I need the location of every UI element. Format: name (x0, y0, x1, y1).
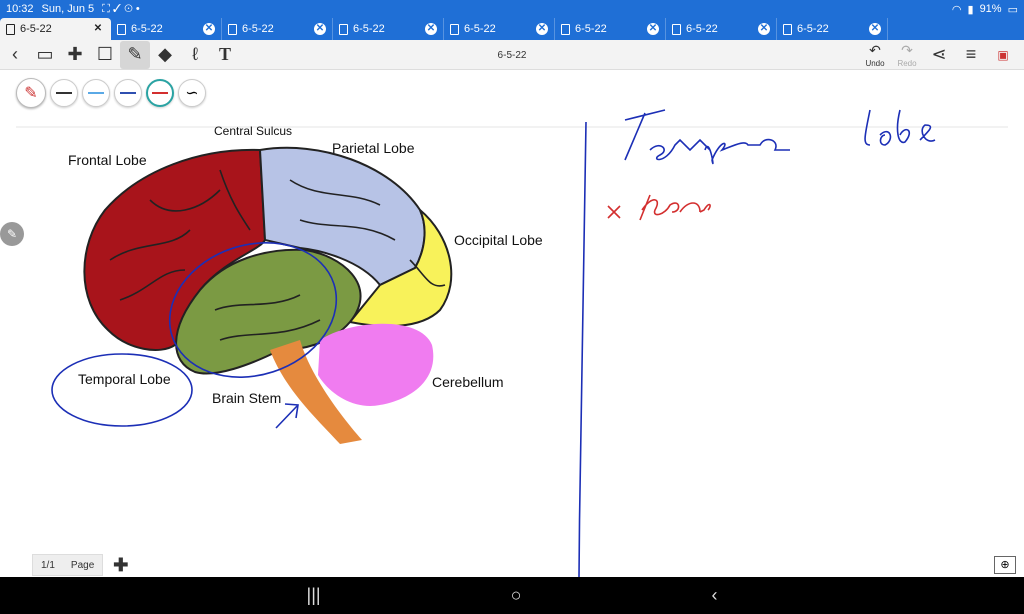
page-label: Page (70, 559, 95, 571)
close-icon[interactable]: ✕ (93, 23, 103, 34)
tab-4[interactable]: 6-5-22✕ (333, 18, 444, 40)
undo-icon: ↶ (869, 41, 881, 58)
brain-diagram (83, 146, 453, 444)
battery-level: 91% (979, 3, 1002, 15)
signal-icon: ▮ (967, 3, 974, 16)
tab-8[interactable]: 6-5-22✕ (777, 18, 888, 40)
back-icon[interactable]: ‹ (12, 44, 18, 64)
pen-settings-icon[interactable]: ✎ (16, 78, 46, 108)
pen-color-1[interactable] (50, 79, 78, 107)
occipital-lobe-label: Occipital Lobe (454, 232, 543, 248)
recent-apps-icon[interactable]: ||| (306, 585, 321, 605)
close-icon[interactable]: ✕ (536, 23, 548, 35)
side-pen-handle-icon[interactable]: ✎ (0, 222, 24, 246)
color-line (88, 92, 104, 94)
notebook-icon (783, 23, 792, 35)
pen-toolbar: ✎ ∽ (16, 76, 206, 110)
red-ink-annotation (607, 194, 711, 221)
toolbar: ‹ ▭ ✚ ☐ ✎ ◆ ℓ T 6-5-22 ↶Undo ↷Redo ⋖ ≡ ▣ (0, 40, 1024, 70)
close-icon[interactable]: ✕ (203, 23, 215, 35)
color-line (120, 92, 136, 94)
share-icon[interactable]: ⋖ (931, 44, 947, 64)
temporal-lobe-label: Temporal Lobe (78, 371, 171, 387)
battery-icon: ▭ (1007, 3, 1018, 16)
close-icon[interactable]: ✕ (869, 23, 881, 35)
notebook-icon (339, 23, 348, 35)
text-tool-icon[interactable]: T (218, 44, 231, 64)
close-icon[interactable]: ✕ (425, 23, 437, 35)
notebook-icon (450, 23, 459, 35)
ink-annotations (51, 109, 936, 578)
tab-1[interactable]: 6-5-22✕ (0, 18, 111, 40)
pen-tool-icon[interactable]: ✎ (120, 40, 150, 69)
pen-color-2[interactable] (82, 79, 110, 107)
tab-2[interactable]: 6-5-22✕ (111, 18, 222, 40)
tab-bar: 6-5-22✕ 6-5-22✕ 6-5-22✕ 6-5-22✕ 6-5-22✕ … (0, 18, 1024, 40)
central-sulcus-label: Central Sulcus (214, 124, 293, 138)
back-nav-icon[interactable]: ‹ (711, 585, 718, 605)
status-bar: 10:32 Sun, Jun 5 ⛶ ✓ ⊙ • ◠ ▮ 91% ▭ (0, 0, 1024, 18)
menu-icon[interactable]: ≡ (965, 44, 977, 64)
page-controls: 1/1 Page ✚ (32, 554, 128, 576)
notebook-icon[interactable]: ▭ (36, 44, 54, 64)
brain-stem-label: Brain Stem (212, 390, 282, 406)
lasso-icon[interactable]: ℓ (192, 44, 198, 64)
redo-icon: ↷ (901, 41, 913, 58)
page-indicator[interactable]: 1/1 Page (32, 554, 104, 576)
note-canvas[interactable]: Central Sulcus Frontal Lobe Parietal Lob… (16, 70, 1008, 578)
home-icon[interactable]: ○ (510, 585, 522, 605)
cerebellum-label: Cerebellum (432, 374, 504, 390)
notebook-icon (228, 23, 237, 35)
notebook-icon (117, 23, 126, 35)
notebook-icon (561, 23, 570, 35)
occipital-lobe (348, 209, 453, 328)
tab-5[interactable]: 6-5-22✕ (444, 18, 555, 40)
pen-color-4[interactable] (146, 79, 174, 107)
wifi-icon: ◠ (951, 3, 962, 16)
zoom-icon[interactable]: ⊕ (994, 556, 1016, 574)
notebook-icon (672, 23, 681, 35)
color-line (152, 92, 168, 94)
add-page-icon[interactable]: ✚ (113, 554, 129, 575)
close-icon[interactable]: ✕ (314, 23, 326, 35)
cerebellum (318, 323, 434, 406)
redo-button[interactable]: ↷Redo (897, 41, 917, 68)
pdf-icon[interactable]: ▣ (997, 47, 1009, 62)
status-date: Sun, Jun 5 (41, 3, 95, 15)
read-mode-icon[interactable]: ☐ (96, 44, 114, 64)
canvas-drawing (16, 109, 1008, 578)
add-icon[interactable]: ✚ (67, 44, 83, 64)
system-nav-bar: ||| ○ ‹ (0, 577, 1024, 614)
tab-7[interactable]: 6-5-22✕ (666, 18, 777, 40)
status-time: 10:32 (6, 3, 34, 15)
eraser-icon[interactable]: ◆ (158, 44, 172, 64)
page-counter: 1/1 (41, 559, 55, 571)
notebook-icon (6, 23, 15, 35)
tab-6[interactable]: 6-5-22✕ (555, 18, 666, 40)
color-line (56, 92, 72, 94)
tab-3[interactable]: 6-5-22✕ (222, 18, 333, 40)
parietal-lobe-label: Parietal Lobe (332, 140, 415, 156)
notification-icons: ⛶ ✓ ⊙ • (102, 2, 140, 15)
close-icon[interactable]: ✕ (758, 23, 770, 35)
frontal-lobe-label: Frontal Lobe (68, 152, 147, 168)
close-icon[interactable]: ✕ (647, 23, 659, 35)
brain-stem (270, 340, 362, 444)
undo-button[interactable]: ↶Undo (865, 41, 885, 68)
pen-color-3[interactable] (114, 79, 142, 107)
stroke-style-icon[interactable]: ∽ (178, 79, 206, 107)
